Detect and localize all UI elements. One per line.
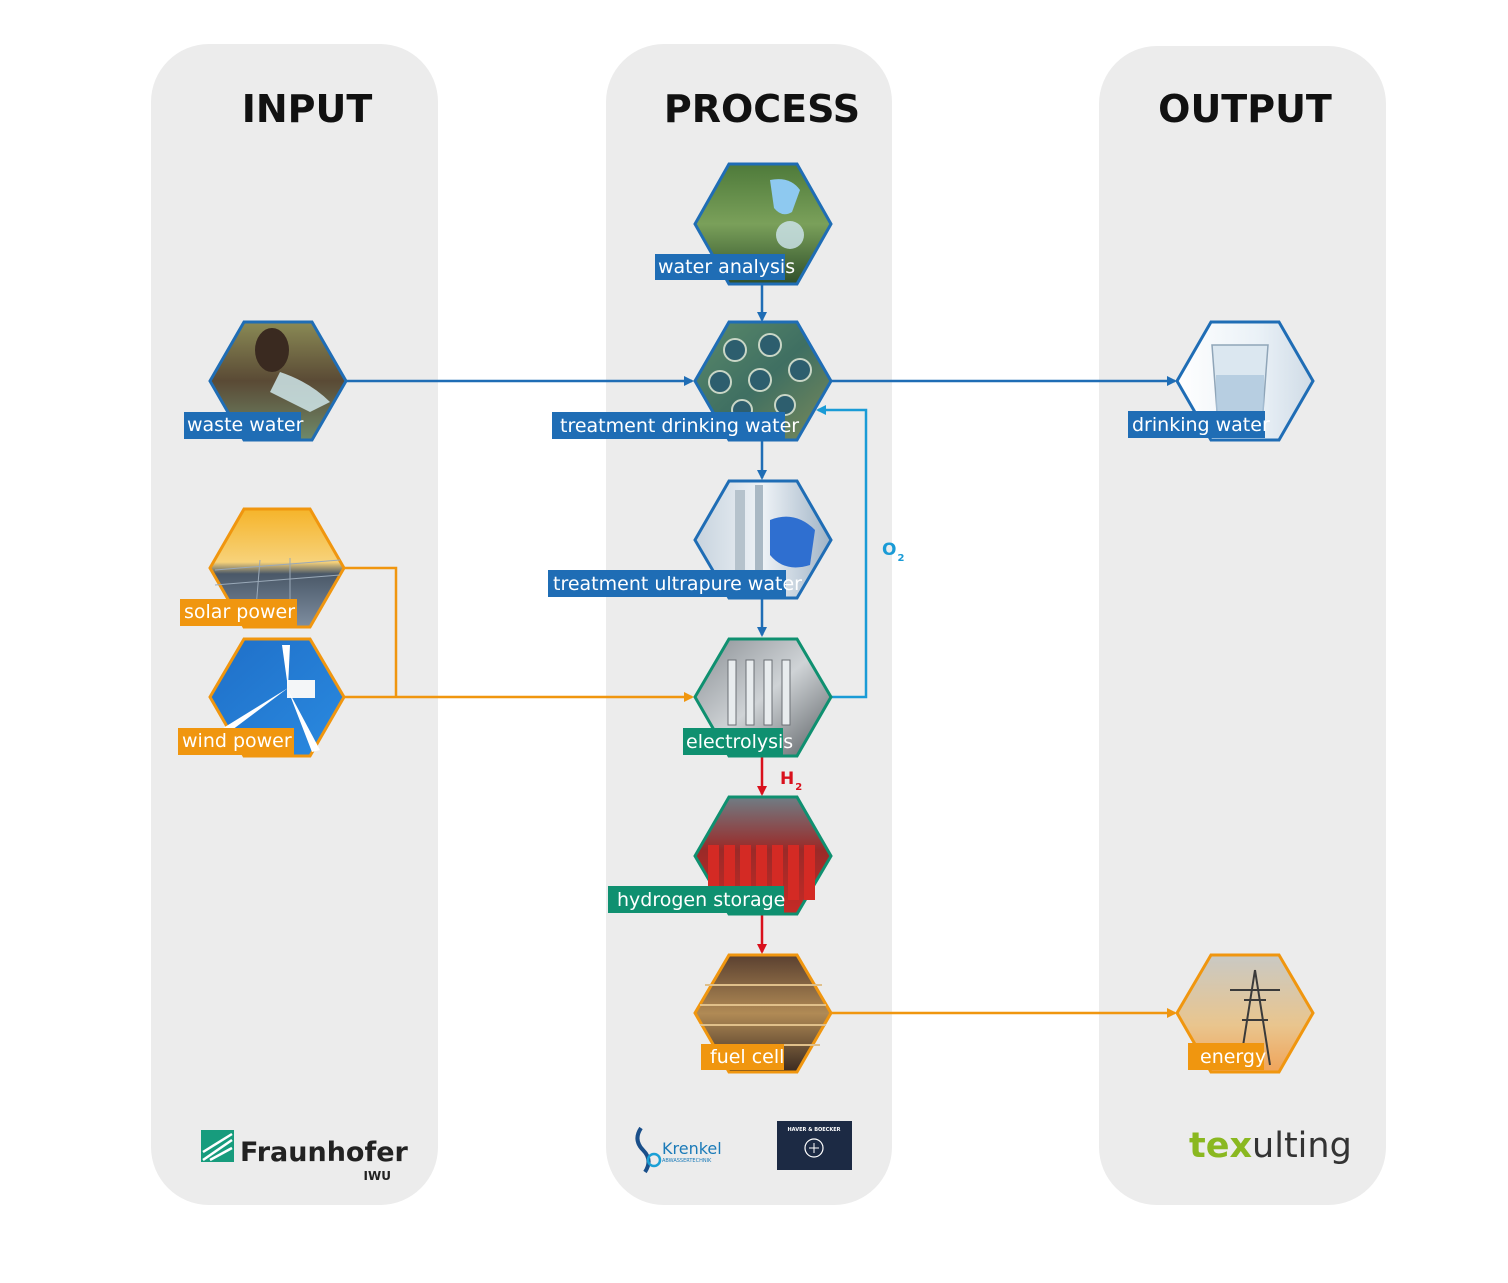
node-treatment-drinking-water: treatment drinking water [552, 320, 833, 442]
krenkel-name: Krenkel [662, 1139, 722, 1158]
node-label: wind power [182, 730, 292, 752]
krenkel-mark-icon [635, 1126, 651, 1174]
connectors [344, 285, 1177, 1018]
haver-name: HAVER & BOECKER [788, 1127, 841, 1133]
node-drinking-water: drinking water [1128, 320, 1315, 442]
label-bg [1188, 1043, 1264, 1070]
node-label: water analysis [658, 256, 795, 278]
line-solar [344, 566, 398, 697]
node-water-analysis: water analysis [655, 162, 833, 286]
label-bg [184, 412, 301, 439]
output-panel [1099, 46, 1386, 1205]
label-bg [701, 1044, 784, 1070]
node-energy: energy [1175, 953, 1315, 1074]
texulting-logo: texulting [1189, 1126, 1352, 1166]
node-label: hydrogen storage [617, 889, 785, 911]
node-fuel-cell: fuel cell [693, 953, 833, 1074]
label-bg [608, 886, 784, 913]
blade-shape [282, 645, 290, 688]
label-bg [180, 599, 297, 626]
glove-shape [770, 179, 800, 215]
process-panel [606, 44, 892, 1205]
fraunhofer-logo: Fraunhofer IWU [201, 1130, 409, 1183]
water-flow-shape [270, 372, 330, 412]
node-waste-water: waste water [184, 320, 348, 442]
node-solar-power: solar power [180, 507, 346, 629]
pipe-shape [255, 328, 289, 372]
label-bg [1128, 411, 1265, 438]
node-label: drinking water [1132, 414, 1270, 436]
label-bg [552, 412, 785, 439]
label-bg [655, 254, 785, 280]
process-heading: PROCESS [664, 87, 860, 131]
texulting-name: texulting [1189, 1126, 1352, 1166]
blade-shape [288, 690, 320, 752]
nacelle-shape [287, 680, 315, 698]
glove-shape [770, 516, 815, 568]
krenkel-logo: Krenkel ABWASSERTECHNIK [635, 1126, 722, 1174]
fraunhofer-name: Fraunhofer [240, 1137, 409, 1168]
beaker-shape [776, 221, 804, 249]
node-label: treatment drinking water [560, 415, 799, 437]
node-label: waste water [187, 414, 304, 436]
oxygen-label: O2 [882, 540, 904, 564]
node-treatment-ultrapure-water: treatment ultrapure water [548, 479, 833, 600]
node-electrolysis: electrolysis [683, 637, 833, 758]
arrow-oxygen-loop [816, 405, 868, 699]
node-wind-power: wind power [178, 637, 346, 758]
label-bg [683, 728, 783, 755]
node-label: treatment ultrapure water [553, 573, 802, 595]
pylon-icon [1230, 969, 1280, 1066]
label-bg [178, 728, 294, 755]
fraunhofer-sub: IWU [364, 1169, 391, 1183]
node-label: electrolysis [686, 731, 793, 753]
input-heading: INPUT [242, 87, 373, 131]
hydrogen-label: H2 [780, 769, 802, 793]
node-hydrogen-storage: hydrogen storage [608, 795, 833, 916]
blade-shape [220, 688, 288, 736]
label-bg [548, 570, 786, 597]
node-label: solar power [184, 601, 295, 623]
node-label: fuel cell [710, 1046, 784, 1068]
output-heading: OUTPUT [1158, 87, 1332, 131]
haver-emblem-icon [804, 1138, 824, 1158]
node-label: energy [1200, 1046, 1266, 1068]
krenkel-sub: ABWASSERTECHNIK [662, 1158, 712, 1164]
haver-boecker-logo: HAVER & BOECKER [777, 1121, 852, 1170]
